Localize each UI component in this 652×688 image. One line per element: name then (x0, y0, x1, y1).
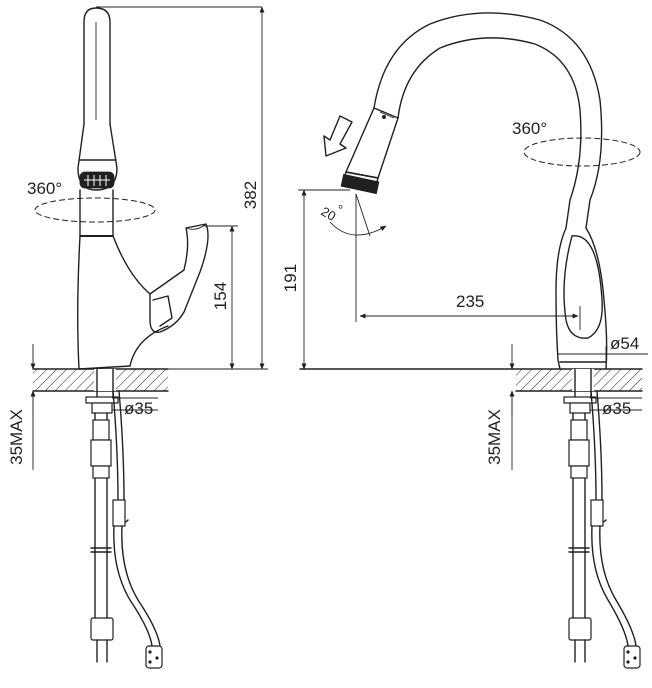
spout-height-label: 191 (281, 264, 300, 292)
countertop-left (32, 368, 169, 392)
dimension-base-diameter: ø54 (558, 334, 648, 362)
tilt-unit-label: ° (338, 202, 343, 217)
tilt-value-label: 20 (319, 204, 339, 224)
dimension-spout-height: 191 (281, 189, 350, 370)
gooseneck-spout (373, 12, 608, 370)
side-view: 360° 382 154 35MAX ø35 (7, 6, 268, 669)
handle-height-label: 154 (211, 282, 230, 310)
shank-and-hoses-left: ø35 (85, 368, 163, 669)
rotation-label-right: 360° (512, 119, 547, 138)
dimension-deck-right: 35MAX (485, 344, 515, 470)
faucet-body-side (77, 7, 209, 370)
spout-reach-label: 235 (456, 292, 484, 311)
rotation-ellipse-left (34, 197, 156, 223)
dimension-deck-left: 35MAX (7, 344, 36, 470)
pull-down-arrow-icon (323, 115, 353, 157)
deck-thickness-label-left: 35MAX (7, 409, 26, 465)
front-view: 20 ° 360° 191 235 ø54 (281, 12, 648, 669)
hole-diameter-label-right: ø35 (602, 399, 631, 418)
pulldown-spray-head (340, 107, 399, 195)
total-height-label: 382 (241, 181, 260, 209)
rotation-ellipse-right (523, 137, 641, 167)
base-diameter-label: ø54 (610, 334, 639, 353)
dimension-handle-height: 154 (204, 225, 238, 370)
rotation-label-left: 360° (27, 179, 62, 198)
countertop-right (299, 368, 643, 392)
spray-tilt-angle: 20 ° (319, 193, 387, 246)
deck-thickness-label-right: 35MAX (485, 409, 504, 465)
dimension-total-height: 382 (168, 6, 268, 370)
shank-and-hoses-right: ø35 (563, 368, 642, 669)
hole-diameter-label-left: ø35 (124, 399, 153, 418)
dimension-spout-reach: 235 (355, 246, 581, 330)
